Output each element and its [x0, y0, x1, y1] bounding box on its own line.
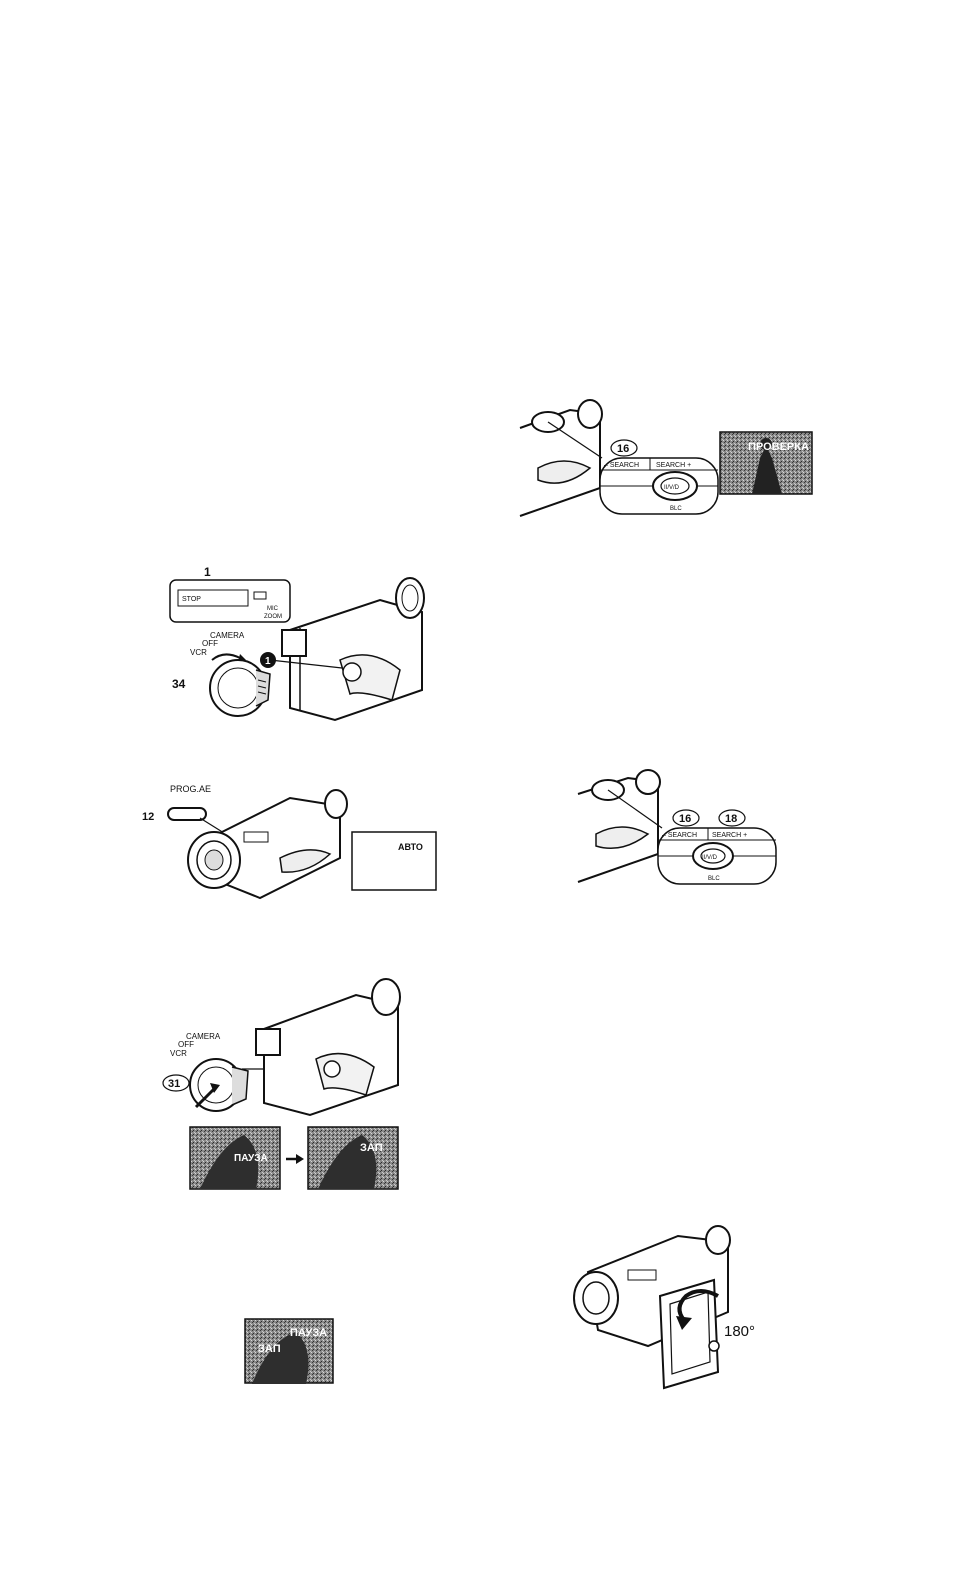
figure-pause-screen: ПАУЗА ЗАП	[244, 1318, 336, 1386]
pause-screen-left: ПАУЗА	[190, 1127, 280, 1189]
callout-31: 31	[168, 1078, 180, 1090]
minus-search-label-2: – SEARCH	[662, 832, 697, 839]
figure-search-bottom: – SEARCH SEARCH + II/V/D BLC 16 18	[578, 768, 778, 893]
center-button-label-2: II/V/D	[702, 855, 718, 861]
minus-search-label: – SEARCH	[604, 462, 639, 469]
mode-vcr-label: VCR	[190, 648, 207, 657]
figure-lcd-rotate: 180°	[568, 1222, 778, 1392]
blc-label-2: BLC	[708, 876, 720, 882]
search-plus-label: SEARCH +	[656, 462, 691, 469]
callout-34: 34	[172, 677, 186, 691]
mode-off-label: OFF	[202, 639, 218, 648]
camcorder-illustration-2	[256, 979, 400, 1115]
prog-ae-label: PROG.AE	[170, 784, 211, 794]
proverka-overlay-text: ПРОВЕРКА	[748, 441, 809, 453]
panel-text-zoom: ZOOM	[264, 614, 282, 620]
figure-search-top: – SEARCH SEARCH + II/V/D BLC 16 ПРОВЕРКА	[520, 398, 820, 523]
avto-screen-text: АВТО	[398, 842, 423, 852]
top-panel-illustration: STOP MIC ZOOM	[170, 580, 290, 622]
angle-label: 180°	[724, 1323, 755, 1340]
panel-text-mic: MIC	[267, 606, 279, 612]
center-button-label: II/V/D	[664, 485, 680, 491]
pause-line-1: ПАУЗА	[290, 1327, 327, 1339]
callout-16-bottom: 16	[679, 813, 691, 825]
power-dial-illustration-2	[190, 1059, 248, 1111]
figure-camera-dial: STOP MIC ZOOM 1 CAMERA OFF VCR 34	[160, 560, 440, 730]
screen-left-text: ПАУЗА	[234, 1153, 268, 1164]
figure-record-start: CAMERA OFF VCR 31 ПАУЗА	[160, 975, 420, 1195]
lcd-panel-open	[660, 1280, 719, 1388]
search-button-panel-2: – SEARCH SEARCH + II/V/D BLC	[658, 828, 776, 884]
callout-18: 18	[725, 813, 737, 825]
callout-16: 16	[617, 443, 629, 455]
callout-pointer-1: 1	[265, 656, 271, 667]
camcorder-side-illustration-2	[578, 770, 660, 882]
callout-12: 12	[142, 811, 154, 823]
search-plus-label-2: SEARCH +	[712, 832, 747, 839]
record-screen-right: ЗАП	[308, 1127, 398, 1189]
camcorder-side-illustration	[520, 400, 602, 516]
screen-right-text: ЗАП	[360, 1142, 383, 1154]
figure-prog-ae: 12 PROG.AE АВТО	[140, 778, 440, 908]
arrow-right-icon	[286, 1154, 304, 1164]
pause-line-2: ЗАП	[258, 1343, 281, 1355]
search-button-panel: – SEARCH SEARCH + II/V/D BLC	[600, 458, 718, 514]
panel-text-stop: STOP	[182, 596, 201, 603]
proverka-screen: ПРОВЕРКА	[720, 432, 812, 494]
camcorder-front-illustration	[188, 790, 347, 898]
power-dial-illustration	[210, 660, 270, 716]
avto-screen: АВТО	[352, 832, 436, 890]
mode-off-label-2: OFF	[178, 1040, 194, 1049]
blc-label: BLC	[670, 506, 682, 512]
mode-vcr-label-2: VCR	[170, 1049, 187, 1058]
camcorder-illustration	[282, 578, 424, 720]
callout-1: 1	[204, 565, 211, 579]
